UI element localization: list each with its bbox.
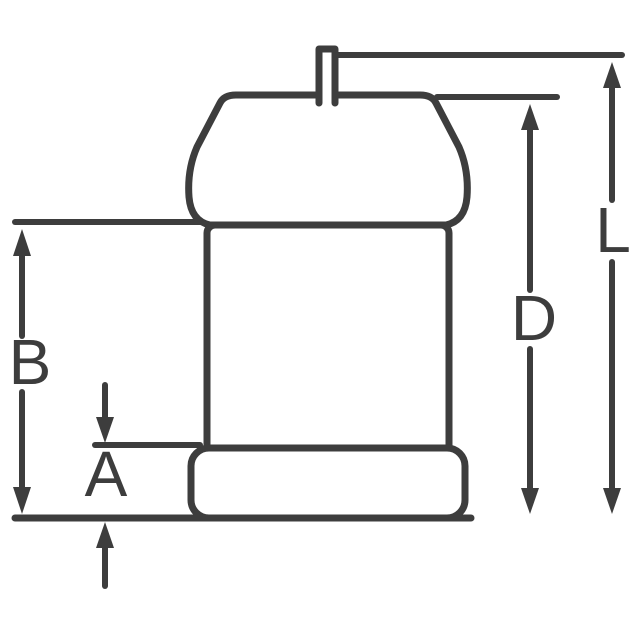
l-arrowhead-up-icon [603,62,621,88]
a-arrowhead-up-icon [96,522,114,548]
dimension-label-d: D [511,282,557,354]
dimension-label-b: B [9,326,52,398]
component-cap [185,91,471,229]
a-arrowhead-down-icon [96,417,114,443]
b-arrowhead-up-icon [13,229,31,256]
component-body [203,221,453,464]
component-lead-pin [315,45,339,107]
component-base [187,444,469,522]
dimension-lines [12,52,625,589]
l-arrowhead-down-icon [603,488,621,514]
d-arrowhead-up-icon [521,104,539,130]
d-arrowhead-down-icon [521,488,539,514]
dimension-labels: L D B A [9,194,631,510]
dimension-label-a: A [85,438,128,510]
component-outline [11,45,475,522]
dimension-arrowheads [13,62,621,548]
dimension-label-l: L [595,194,631,266]
b-arrowhead-down-icon [13,487,31,514]
